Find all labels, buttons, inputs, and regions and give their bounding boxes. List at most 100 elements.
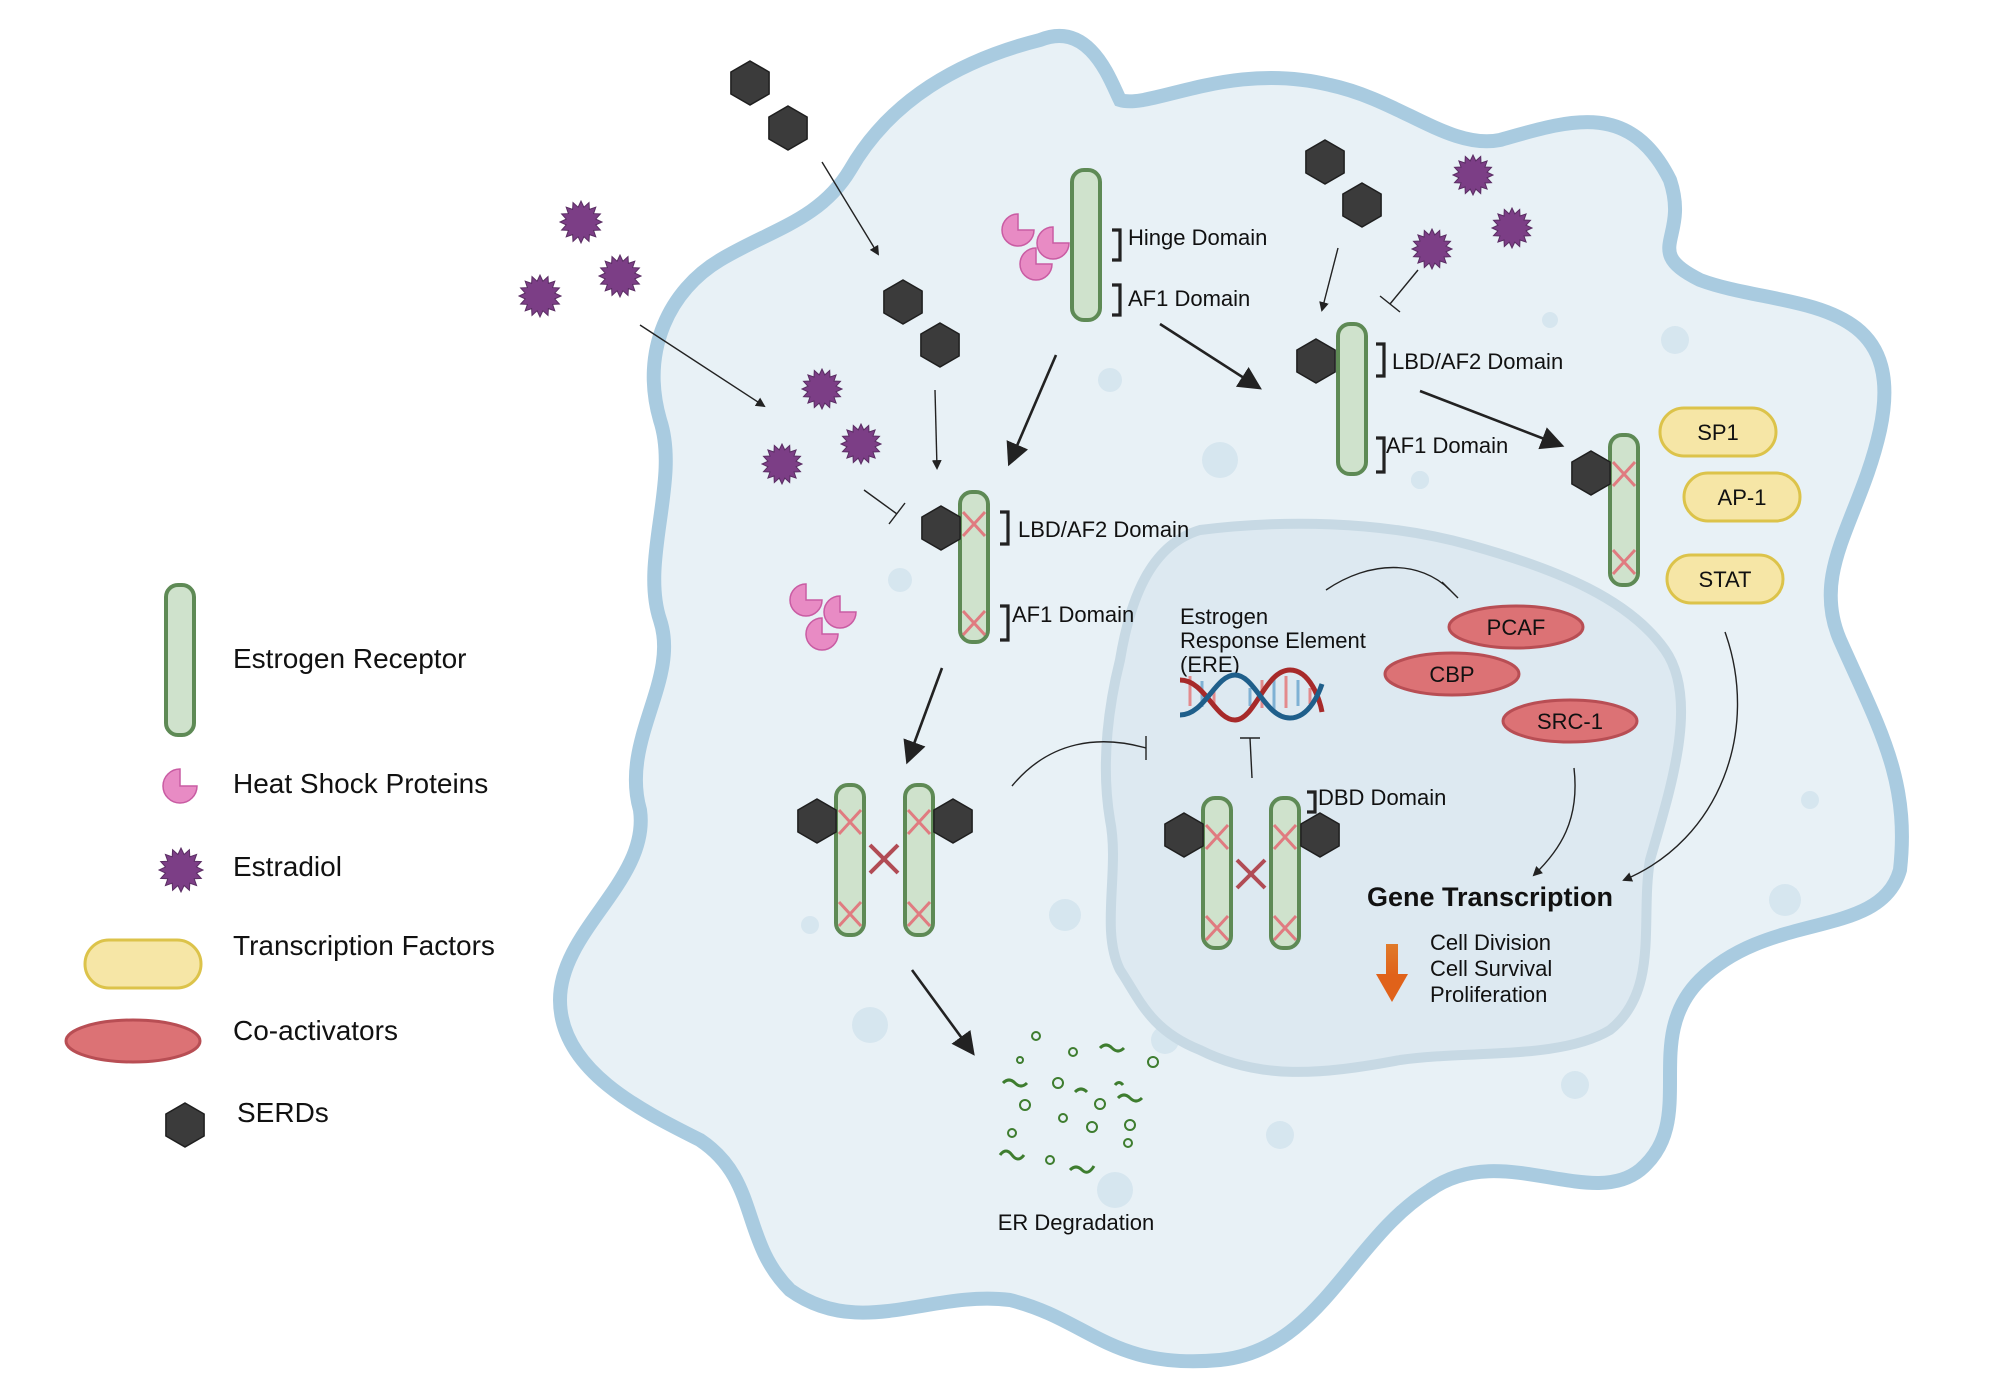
estradiol-icon xyxy=(839,422,883,466)
heat-shock-protein-icon xyxy=(1001,213,1035,247)
er-bound-serd-right: LBD/AF2 Domain AF1 Domain xyxy=(1296,322,1563,476)
estrogen-receptor-bar xyxy=(1608,433,1640,587)
legend-label-serds: SERDs xyxy=(237,1097,329,1128)
transcription-factor-sp1: SP1 xyxy=(1658,406,1778,458)
estradiol-icon xyxy=(1451,153,1495,197)
af1-bracket xyxy=(1000,604,1010,642)
serd-icon xyxy=(768,105,808,151)
legend-serds: SERDs xyxy=(165,1097,329,1148)
heat-shock-protein-icon xyxy=(823,595,857,629)
extracellular-serds xyxy=(730,60,808,151)
legend-label-estradiol: Estradiol xyxy=(233,851,342,882)
coact-label-src1: SRC-1 xyxy=(1537,709,1603,734)
serd-icon xyxy=(933,798,973,844)
af1-bracket xyxy=(1112,283,1122,317)
er-degradation-label: ER Degradation xyxy=(998,1210,1155,1235)
serd-icon xyxy=(883,279,923,325)
decrease-arrow-icon xyxy=(1376,944,1408,1002)
estrogen-receptor-bar xyxy=(1269,796,1301,950)
lbd-bracket xyxy=(1000,510,1010,546)
pathway-arrows xyxy=(639,161,1739,1056)
inactivation-mark xyxy=(961,510,987,637)
af1-domain-label: AF1 Domain xyxy=(1128,286,1250,311)
estrogen-receptor-icon xyxy=(164,583,196,737)
dbd-bracket xyxy=(1307,790,1317,814)
estrogen-receptor-bar xyxy=(1201,796,1233,950)
legend-label-transcription-factors: Transcription Factors xyxy=(233,930,495,961)
af1-domain-label-right: AF1 Domain xyxy=(1386,433,1508,458)
co-activator-cbp: CBP xyxy=(1383,651,1521,697)
heat-shock-protein-icon xyxy=(805,617,839,651)
serd-icon xyxy=(1300,812,1340,858)
heat-shock-protein-icon xyxy=(789,583,823,617)
serd-icon xyxy=(1305,139,1345,185)
inactivation-mark xyxy=(1611,460,1637,576)
tf-label-ap1: AP-1 xyxy=(1718,485,1767,510)
af1-bracket xyxy=(1376,436,1386,474)
serd-icon xyxy=(730,60,770,106)
er-bound-serd-left: LBD/AF2 Domain AF1 Domain xyxy=(921,490,1189,644)
co-activators: PCAF CBP SRC-1 xyxy=(1383,604,1639,744)
serd-icon xyxy=(921,505,961,551)
ere-label: Estrogen Response Element (ERE) xyxy=(1180,604,1366,677)
legend-label-estrogen-receptor: Estrogen Receptor xyxy=(233,643,466,674)
serd-icon xyxy=(1164,812,1204,858)
legend-heat-shock-proteins: Heat Shock Proteins xyxy=(162,768,488,804)
co-activator-src1: SRC-1 xyxy=(1501,698,1639,744)
estradiol-icon xyxy=(800,367,844,411)
dbd-domain-label: DBD Domain xyxy=(1318,785,1446,810)
estrogen-receptor-bar xyxy=(1336,322,1368,476)
estrogen-receptor-bar xyxy=(834,783,866,937)
legend-estradiol: Estradiol xyxy=(157,846,342,894)
cytoplasm-vesicles xyxy=(801,312,1819,1208)
nucleus xyxy=(1100,518,1687,1077)
legend: Estrogen Receptor Heat Shock Proteins Es… xyxy=(64,583,495,1148)
dna-helix-icon xyxy=(1179,667,1325,723)
af1-domain-label-left: AF1 Domain xyxy=(1012,602,1134,627)
inactivation-mark xyxy=(1204,823,1298,942)
heat-shock-protein-icon xyxy=(162,768,198,804)
er-bound-serd-far-right xyxy=(1571,433,1640,587)
co-activator-pcaf: PCAF xyxy=(1447,604,1585,650)
tf-label-sp1: SP1 xyxy=(1697,420,1739,445)
legend-label-heat-shock-proteins: Heat Shock Proteins xyxy=(233,768,488,799)
estradiol-icon xyxy=(157,846,205,894)
legend-co-activators: Co-activators xyxy=(64,1015,398,1064)
estradiol-icon xyxy=(1490,206,1534,250)
inactivation-mark xyxy=(837,808,932,928)
estradiol-icon xyxy=(1410,227,1454,271)
outcome-cell-division: Cell Division xyxy=(1430,930,1551,955)
transcription-factor-icon xyxy=(83,938,203,990)
serd-icon xyxy=(797,798,837,844)
estrogen-receptor-bar xyxy=(1070,168,1102,322)
serd-icon xyxy=(920,322,960,368)
co-activator-icon xyxy=(64,1018,202,1064)
coact-label-pcaf: PCAF xyxy=(1487,615,1546,640)
coact-label-cbp: CBP xyxy=(1429,662,1474,687)
estradiol-icon xyxy=(760,442,804,486)
heat-shock-protein-icon xyxy=(1019,247,1053,281)
outcome-proliferation: Proliferation xyxy=(1430,982,1547,1007)
tf-label-stat: STAT xyxy=(1699,567,1752,592)
ere-label-line2: Response Element xyxy=(1180,628,1366,653)
estradiol-icon xyxy=(597,253,643,299)
legend-estrogen-receptor: Estrogen Receptor xyxy=(164,583,466,737)
gene-transcription-title: Gene Transcription xyxy=(1367,882,1613,912)
serd-icon xyxy=(1571,450,1611,496)
hinge-domain-label: Hinge Domain xyxy=(1128,225,1267,250)
ere-label-line1: Estrogen xyxy=(1180,604,1268,629)
lbd-af2-domain-label-left: LBD/AF2 Domain xyxy=(1018,517,1189,542)
transcription-factor-ap1: AP-1 xyxy=(1682,471,1802,523)
estradiol-icon xyxy=(517,273,563,319)
extracellular-estradiol xyxy=(517,199,643,319)
hinge-bracket xyxy=(1112,228,1122,262)
er-dimer-nucleus: DBD Domain xyxy=(1164,785,1446,950)
serd-icon xyxy=(165,1102,205,1148)
estradiol-icon xyxy=(558,199,604,245)
estrogen-receptor-bar xyxy=(903,783,935,937)
er-with-hsp-complex: Hinge Domain AF1 Domain xyxy=(1001,168,1267,322)
heat-shock-protein-icon xyxy=(1036,226,1070,260)
ere-label-line3: (ERE) xyxy=(1180,652,1240,677)
er-dimer-cytoplasm xyxy=(797,783,973,937)
